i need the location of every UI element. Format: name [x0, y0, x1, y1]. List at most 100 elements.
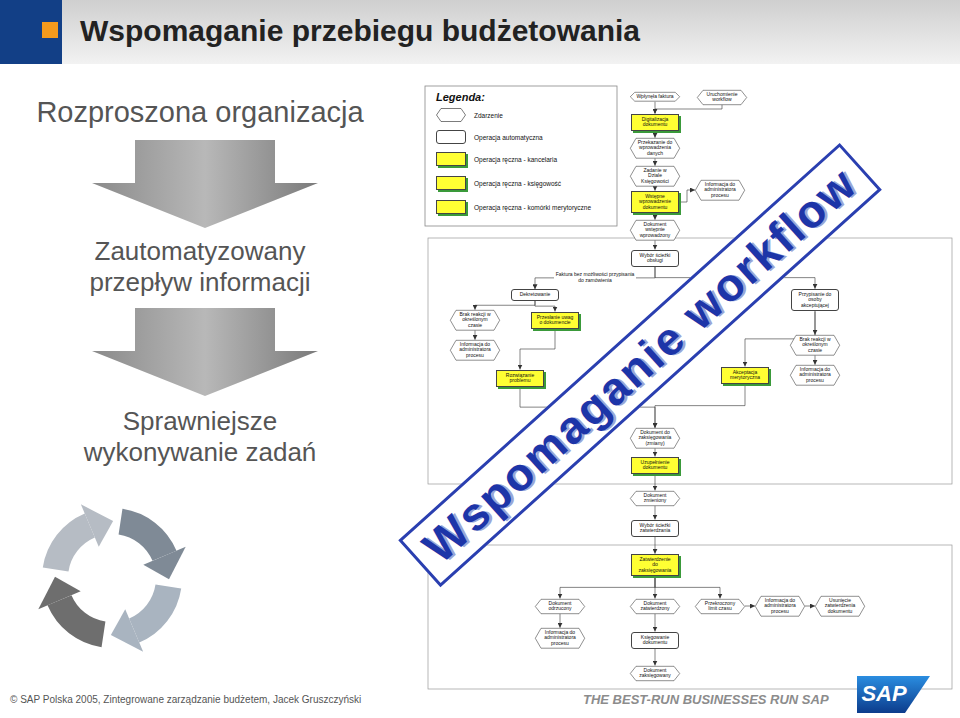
hexagon-shape [630, 491, 679, 505]
hexagon-shape [630, 220, 679, 240]
title-band [0, 0, 960, 64]
event-hexagon: Wpłynęła faktura [630, 92, 680, 102]
hexagon-shape [630, 166, 679, 186]
node-text: Wybór ścieżki zatwierdzania [632, 521, 678, 536]
event-hexagon: Usunięcie zatwierdzenia dokumentu [815, 596, 865, 617]
benefit-text: Rozproszona organizacja [10, 96, 390, 129]
cycle-graphic [38, 504, 185, 651]
hexagon-shape [630, 428, 679, 448]
flow-connector [805, 606, 815, 607]
flow-connector [679, 190, 695, 202]
legend-swatch [436, 200, 466, 214]
legend-heading: Legenda: [436, 91, 485, 103]
node-text: Brak reakcji w określonym czasie [790, 335, 840, 356]
flow-connector [655, 614, 656, 632]
cycle-arrow [129, 585, 181, 643]
flow-connector [655, 537, 656, 554]
flow-connector [655, 240, 656, 249]
hexagon-shape [630, 599, 679, 613]
node-text: Informacja do administratora procesu [755, 596, 805, 617]
node-text: Dekretowanie [512, 290, 558, 300]
node-text: Księgowanie dokumentu [632, 633, 678, 648]
event-hexagon: Dokument odrzucony [535, 599, 585, 614]
node-text: Zadanie w Dziale Księgowości [630, 166, 680, 187]
node-text: Wpłynęła faktura [630, 92, 680, 102]
flow-connector [745, 606, 755, 607]
event-hexagon: Dokument zmieniony [630, 491, 680, 506]
legend-box [425, 86, 617, 226]
flow-connector [655, 158, 656, 166]
flow-connector [655, 213, 656, 220]
hexagon-shape [450, 310, 499, 330]
legend-swatch [436, 176, 466, 190]
node-text: Uruchomienie workflow [697, 90, 747, 105]
manual-operation-box: Digitalizacja dokumentu [631, 114, 679, 131]
hexagon-shape [535, 628, 584, 648]
event-hexagon: Brak reakcji w określonym czasie [450, 310, 500, 331]
edge-label: Faktura bez możliwości przypisania do za… [554, 272, 636, 283]
legend-entry: Operacja automatyczna [436, 130, 543, 144]
node-text: Wstępne wprowadzenie dokumentu [632, 192, 678, 213]
legend-text: Operacja automatyczna [474, 134, 543, 141]
event-hexagon: Zadanie w Dziale Księgowości [630, 166, 680, 187]
benefit-text: Sprawniejsze wykonywanie zadań [50, 406, 350, 468]
legend-swatch [436, 152, 466, 166]
slogan: THE BEST-RUN BUSINESSES RUN SAP [583, 692, 829, 707]
flow-connector [475, 301, 535, 310]
legend-text: Zdarzenie [474, 112, 503, 119]
event-hexagon: Informacja do administratora procesu [535, 628, 585, 649]
cycle-arrowhead [111, 609, 143, 651]
title-accent [42, 22, 58, 38]
event-hexagon: Przekroczony limit czasu [695, 599, 745, 614]
node-text: Zatwierdzenie do zaksięgowania [632, 555, 678, 576]
node-text: Uzupełnienie dokumentu [632, 458, 678, 473]
node-text: Dokument zaksięgowany [630, 666, 680, 681]
event-hexagon: Informacja do administratora procesu [695, 180, 745, 201]
process-frame [428, 545, 952, 689]
event-hexagon: Dokument zatwierdzony [630, 599, 680, 614]
hexagon-shape [695, 599, 744, 613]
cycle-arrowhead [38, 577, 80, 609]
cycle-arrowhead [143, 547, 185, 579]
legend-swatch [436, 130, 466, 144]
legend-entry: Operacja ręczna - kancelaria [436, 152, 557, 166]
auto-operation-box: Dekretowanie [511, 289, 559, 301]
down-arrow [92, 140, 318, 228]
flow-connector [815, 355, 816, 365]
cycle-arrow [43, 514, 95, 572]
hexagon-shape [790, 365, 839, 385]
node-text: Wybór ścieżki obsługi [632, 251, 678, 266]
hexagon-shape [630, 138, 679, 158]
node-text: Przekroczony limit czasu [695, 599, 745, 614]
event-hexagon: Uruchomienie workflow [697, 90, 747, 105]
node-text: Rozwiązanie problemu [497, 371, 543, 386]
flow-connector [655, 506, 656, 520]
hexagon-shape [755, 596, 804, 616]
hexagon-shape [790, 335, 839, 355]
node-text: Informacja do administratora procesu [790, 365, 840, 386]
logo-text: SAP [858, 681, 910, 707]
flow-connector [560, 614, 561, 628]
manual-operation-box: Zatwierdzenie do zaksięgowania [631, 554, 679, 577]
event-hexagon: Brak reakcji w określonym czasie [790, 335, 840, 356]
node-text: Informacja do administratora procesu [695, 180, 745, 201]
event-hexagon: Przekazanie do wprowadzenia danych [630, 138, 680, 159]
cycle-arrowhead [81, 504, 113, 546]
event-hexagon: Informacja do administratora procesu [450, 340, 500, 361]
legend-text: Operacja ręczna - kancelaria [474, 156, 557, 163]
node-text: Dokument do zaksięgowania (zmiany) [630, 428, 680, 449]
event-hexagon: Dokument zaksięgowany [630, 666, 680, 681]
cycle-arrow [48, 595, 106, 647]
flow-connector [535, 301, 555, 312]
title-square [0, 0, 62, 64]
flow-connector [475, 330, 476, 340]
flow-connector [655, 105, 722, 114]
legend-text: Operacja ręczna - księgowość [474, 180, 561, 187]
event-hexagon: Dokument do zaksięgowania (zmiany) [630, 428, 680, 449]
flow-connector [520, 329, 555, 370]
event-hexagon: Dokument wstępnie wprowadzony [630, 220, 680, 241]
hexagon-shape [630, 666, 679, 680]
slide-title: Wspomaganie przebiegu budżetowania [80, 14, 640, 48]
flow-connector [655, 649, 656, 666]
node-text: Dokument zmieniony [630, 491, 680, 506]
